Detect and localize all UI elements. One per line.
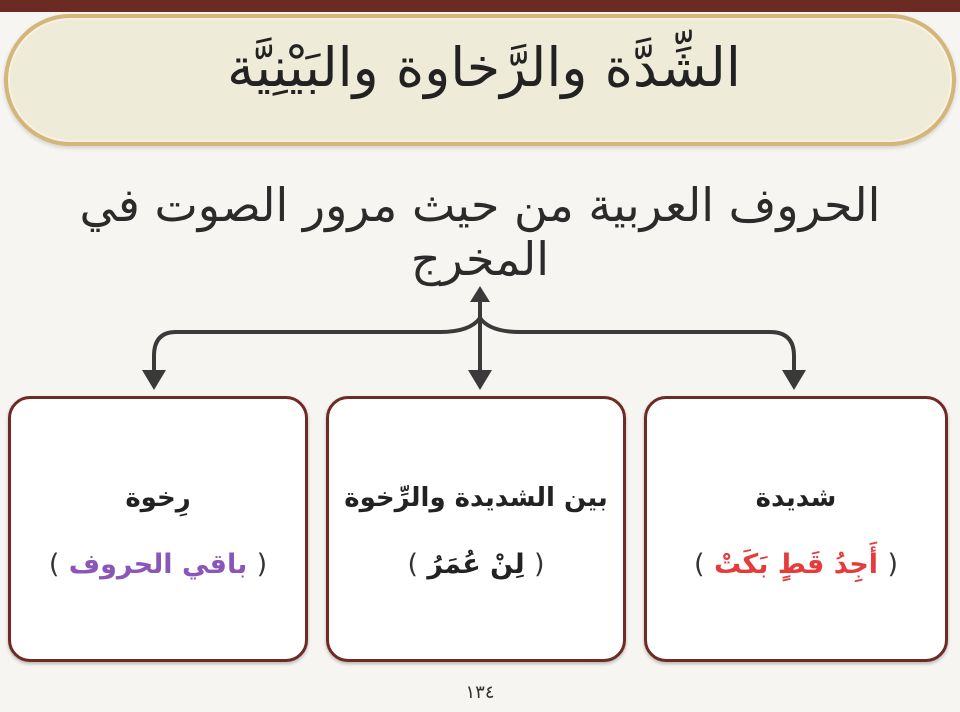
examples-text: لِنْ عُمَرُ <box>427 549 525 580</box>
page-number: ١٣٤ <box>465 682 495 703</box>
close-paren: ) <box>407 549 418 580</box>
open-paren: ( <box>887 549 899 580</box>
arrow-branch-left <box>152 316 482 374</box>
page-title: الشِّدَّة والرَّخاوة والبَيْنِيَّة <box>227 36 741 99</box>
category-card-bayniyya: بين الشديدة والرِّخوة ( لِنْ عُمَرُ ) <box>326 396 626 662</box>
arrow-head-right <box>782 370 806 390</box>
category-examples: ( لِنْ عُمَرُ ) <box>329 549 623 580</box>
arrow-head-center <box>468 370 492 390</box>
category-title: شديدة <box>755 483 837 513</box>
category-examples: ( باقي الحروف ) <box>11 549 305 580</box>
title-banner: الشِّدَّة والرَّخاوة والبَيْنِيَّة <box>4 14 956 146</box>
close-paren: ) <box>693 549 705 580</box>
category-title: بين الشديدة والرِّخوة <box>344 483 608 513</box>
top-border-strip <box>0 0 960 12</box>
category-card-rikhwa: رِخوة ( باقي الحروف ) <box>8 396 308 662</box>
arrow-branch-right <box>478 316 796 374</box>
page-subtitle: الحروف العربية من حيث مرور الصوت في المخ… <box>79 178 881 286</box>
examples-text: باقي الحروف <box>68 549 248 580</box>
close-paren: ) <box>48 549 60 580</box>
open-paren: ( <box>534 549 545 580</box>
category-title: رِخوة <box>125 483 191 513</box>
open-paren: ( <box>256 549 268 580</box>
arrow-head-top <box>470 286 490 302</box>
examples-text: أَجِدُ قَطٍ بَكَتْ <box>713 549 879 580</box>
arrow-head-left <box>142 370 166 390</box>
category-examples: ( أَجِدُ قَطٍ بَكَتْ ) <box>647 549 945 580</box>
category-card-shadida: شديدة ( أَجِدُ قَطٍ بَكَتْ ) <box>644 396 948 662</box>
